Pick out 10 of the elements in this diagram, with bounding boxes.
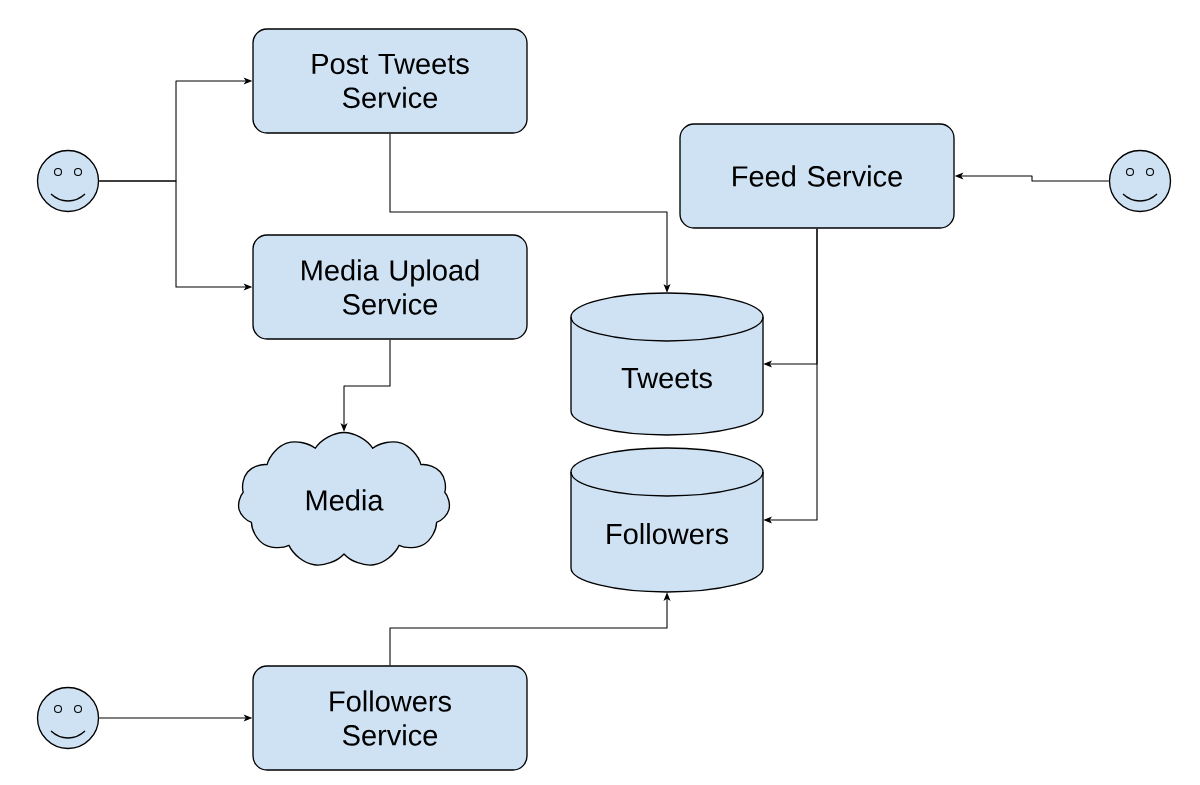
service-box: Feed Service [679, 123, 955, 229]
service-box: Followers Service [252, 665, 528, 771]
smiley-face [36, 686, 100, 750]
storage-cloud: Media [237, 431, 451, 566]
smiley-face [1108, 149, 1172, 213]
smiley-face [36, 149, 100, 213]
database-cylinder: Followers [570, 447, 764, 593]
service-box: Post Tweets Service [252, 28, 528, 134]
service-box: Media Upload Service [252, 234, 528, 340]
database-cylinder: Tweets [570, 292, 764, 436]
